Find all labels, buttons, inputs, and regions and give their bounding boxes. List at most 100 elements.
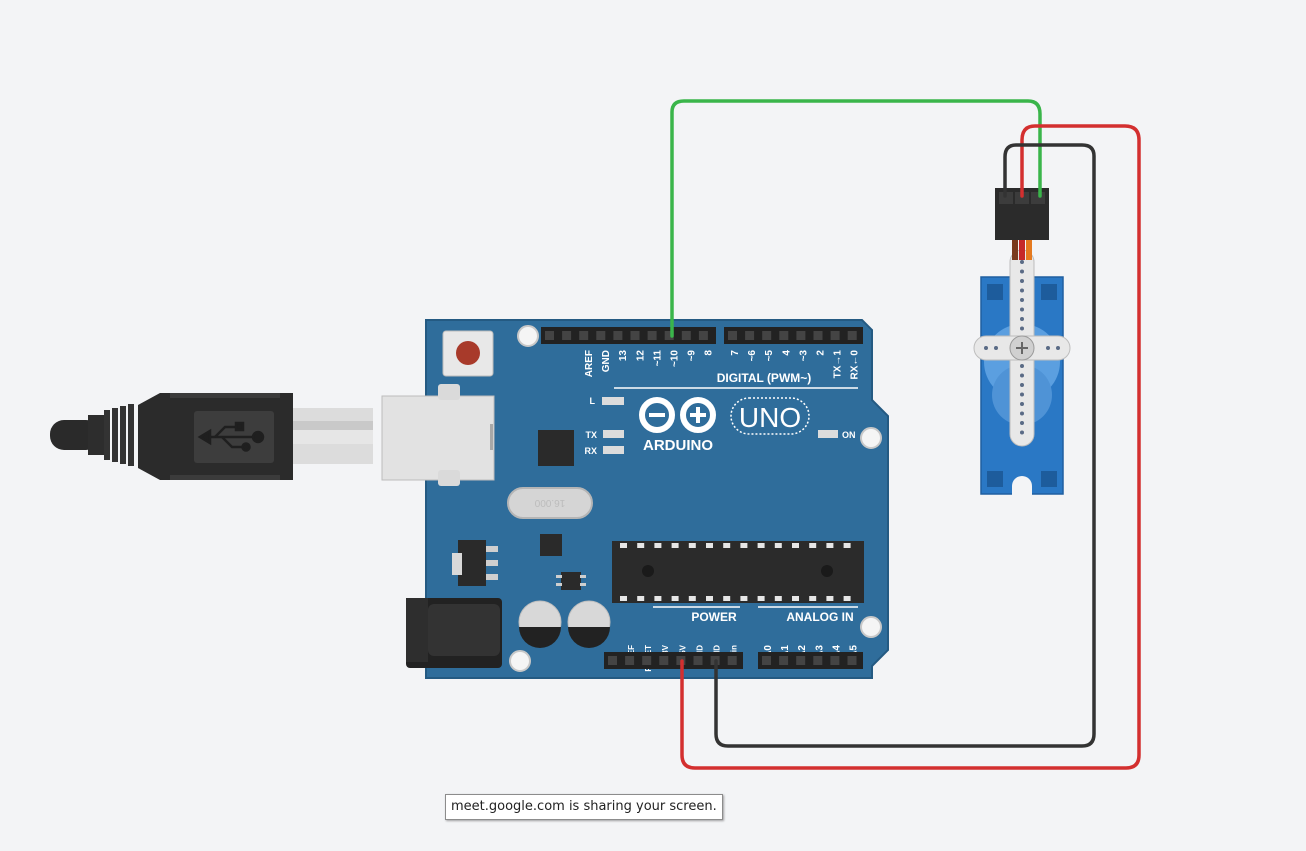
header-pin[interactable] — [830, 331, 840, 340]
horn-hole — [1020, 260, 1024, 264]
pin-label: 7 — [730, 350, 741, 356]
chip-pin — [757, 596, 765, 601]
header-pin[interactable] — [830, 656, 840, 665]
header-pin[interactable] — [664, 331, 674, 340]
header-pin[interactable] — [681, 331, 691, 340]
svg-text:UNO: UNO — [739, 402, 801, 433]
servo-horn[interactable] — [973, 249, 1071, 447]
horn-hole — [1020, 279, 1024, 283]
header-pin[interactable] — [562, 331, 572, 340]
header-pin[interactable] — [545, 331, 554, 340]
chip-pin — [637, 596, 645, 601]
pin-label: 12 — [635, 350, 646, 362]
svg-text:L: L — [590, 396, 596, 406]
rx-led: RX — [584, 446, 624, 456]
svg-text:TX: TX — [585, 430, 597, 440]
header-pin[interactable] — [779, 331, 789, 340]
analog-header[interactable] — [758, 652, 863, 669]
header-pin[interactable] — [762, 656, 771, 665]
chip-pin — [792, 596, 799, 601]
pin-label: ~10 — [670, 350, 681, 367]
pin-label: ~11 — [652, 350, 663, 367]
header-pin[interactable] — [727, 656, 737, 665]
wire-ground[interactable] — [714, 143, 1096, 748]
header-pin[interactable] — [625, 656, 635, 665]
wire-power[interactable] — [680, 124, 1141, 770]
header-pin[interactable] — [608, 656, 617, 665]
chip-pin — [671, 596, 679, 601]
l-led: L — [590, 396, 624, 406]
header-pin[interactable] — [642, 656, 652, 665]
voltage-regulator — [452, 540, 498, 586]
screen-sharing-text: meet.google.com is sharing your screen. — [451, 799, 717, 814]
digital-header-left[interactable] — [541, 327, 716, 344]
chip-pin — [809, 596, 817, 601]
pin-label: A3 — [814, 645, 825, 658]
chip-pin — [826, 543, 834, 548]
header-pin[interactable] — [659, 656, 669, 665]
horn-hole — [1020, 298, 1024, 302]
horn-hole — [1020, 326, 1024, 331]
arduino-infinity-logo — [639, 397, 716, 433]
horn-hole — [1020, 288, 1024, 293]
dc-power-jack — [406, 598, 502, 668]
pin-label: A2 — [797, 645, 808, 658]
header-pin[interactable] — [796, 656, 806, 665]
chip-pin — [620, 596, 627, 601]
pin-label: A4 — [831, 645, 842, 658]
tx-led: TX — [585, 430, 624, 440]
digital-header-right[interactable] — [724, 327, 863, 344]
mounting-hole — [509, 650, 531, 672]
usb-cable[interactable] — [50, 393, 373, 480]
header-pin[interactable] — [579, 331, 589, 340]
analog-header-label: ANALOG IN — [786, 610, 853, 624]
header-pin[interactable] — [613, 331, 623, 340]
header-pin[interactable] — [847, 331, 857, 340]
header-pin[interactable] — [796, 331, 806, 340]
pin-label: A5 — [849, 645, 860, 658]
horn-hole — [1020, 402, 1024, 406]
chip-pin — [774, 543, 782, 548]
chip-pin — [637, 543, 645, 548]
mounting-hole — [860, 616, 882, 638]
chip-pin — [723, 596, 731, 601]
horn-hole — [1020, 317, 1024, 321]
header-pin[interactable] — [847, 656, 857, 665]
pin-label: ~3 — [798, 350, 809, 362]
capacitor — [518, 600, 562, 648]
pin-label: 4 — [781, 350, 792, 356]
header-pin[interactable] — [630, 331, 640, 340]
usb-controller-chip — [538, 430, 574, 466]
micro-servo[interactable] — [973, 188, 1071, 496]
header-pin[interactable] — [762, 331, 772, 340]
horn-hole — [984, 346, 988, 350]
chip-pin — [654, 543, 662, 548]
brand-label: ARDUINO — [643, 437, 713, 454]
header-pin[interactable] — [728, 331, 737, 340]
header-pin[interactable] — [698, 331, 708, 340]
screw-icon — [1016, 342, 1028, 354]
arduino-uno-board[interactable]: 16.000 — [381, 319, 889, 679]
pin-label: ~9 — [687, 350, 698, 362]
chip-pin — [706, 596, 713, 601]
wire-signal[interactable] — [670, 99, 1042, 338]
header-pin[interactable] — [779, 656, 789, 665]
reset-button[interactable] — [442, 330, 494, 377]
pin-label: GND — [601, 350, 612, 372]
uno-badge: UNO — [730, 397, 810, 435]
chip-pin — [671, 543, 679, 548]
pin-label: 8 — [704, 350, 715, 356]
header-pin[interactable] — [693, 656, 703, 665]
mounting-hole — [517, 325, 539, 347]
header-pin[interactable] — [813, 656, 823, 665]
header-pin[interactable] — [813, 331, 823, 340]
header-pin[interactable] — [596, 331, 606, 340]
small-chip — [540, 534, 562, 556]
transistor-chip — [556, 572, 586, 590]
header-pin[interactable] — [745, 331, 755, 340]
header-pin[interactable] — [647, 331, 657, 340]
power-header[interactable] — [604, 652, 743, 669]
